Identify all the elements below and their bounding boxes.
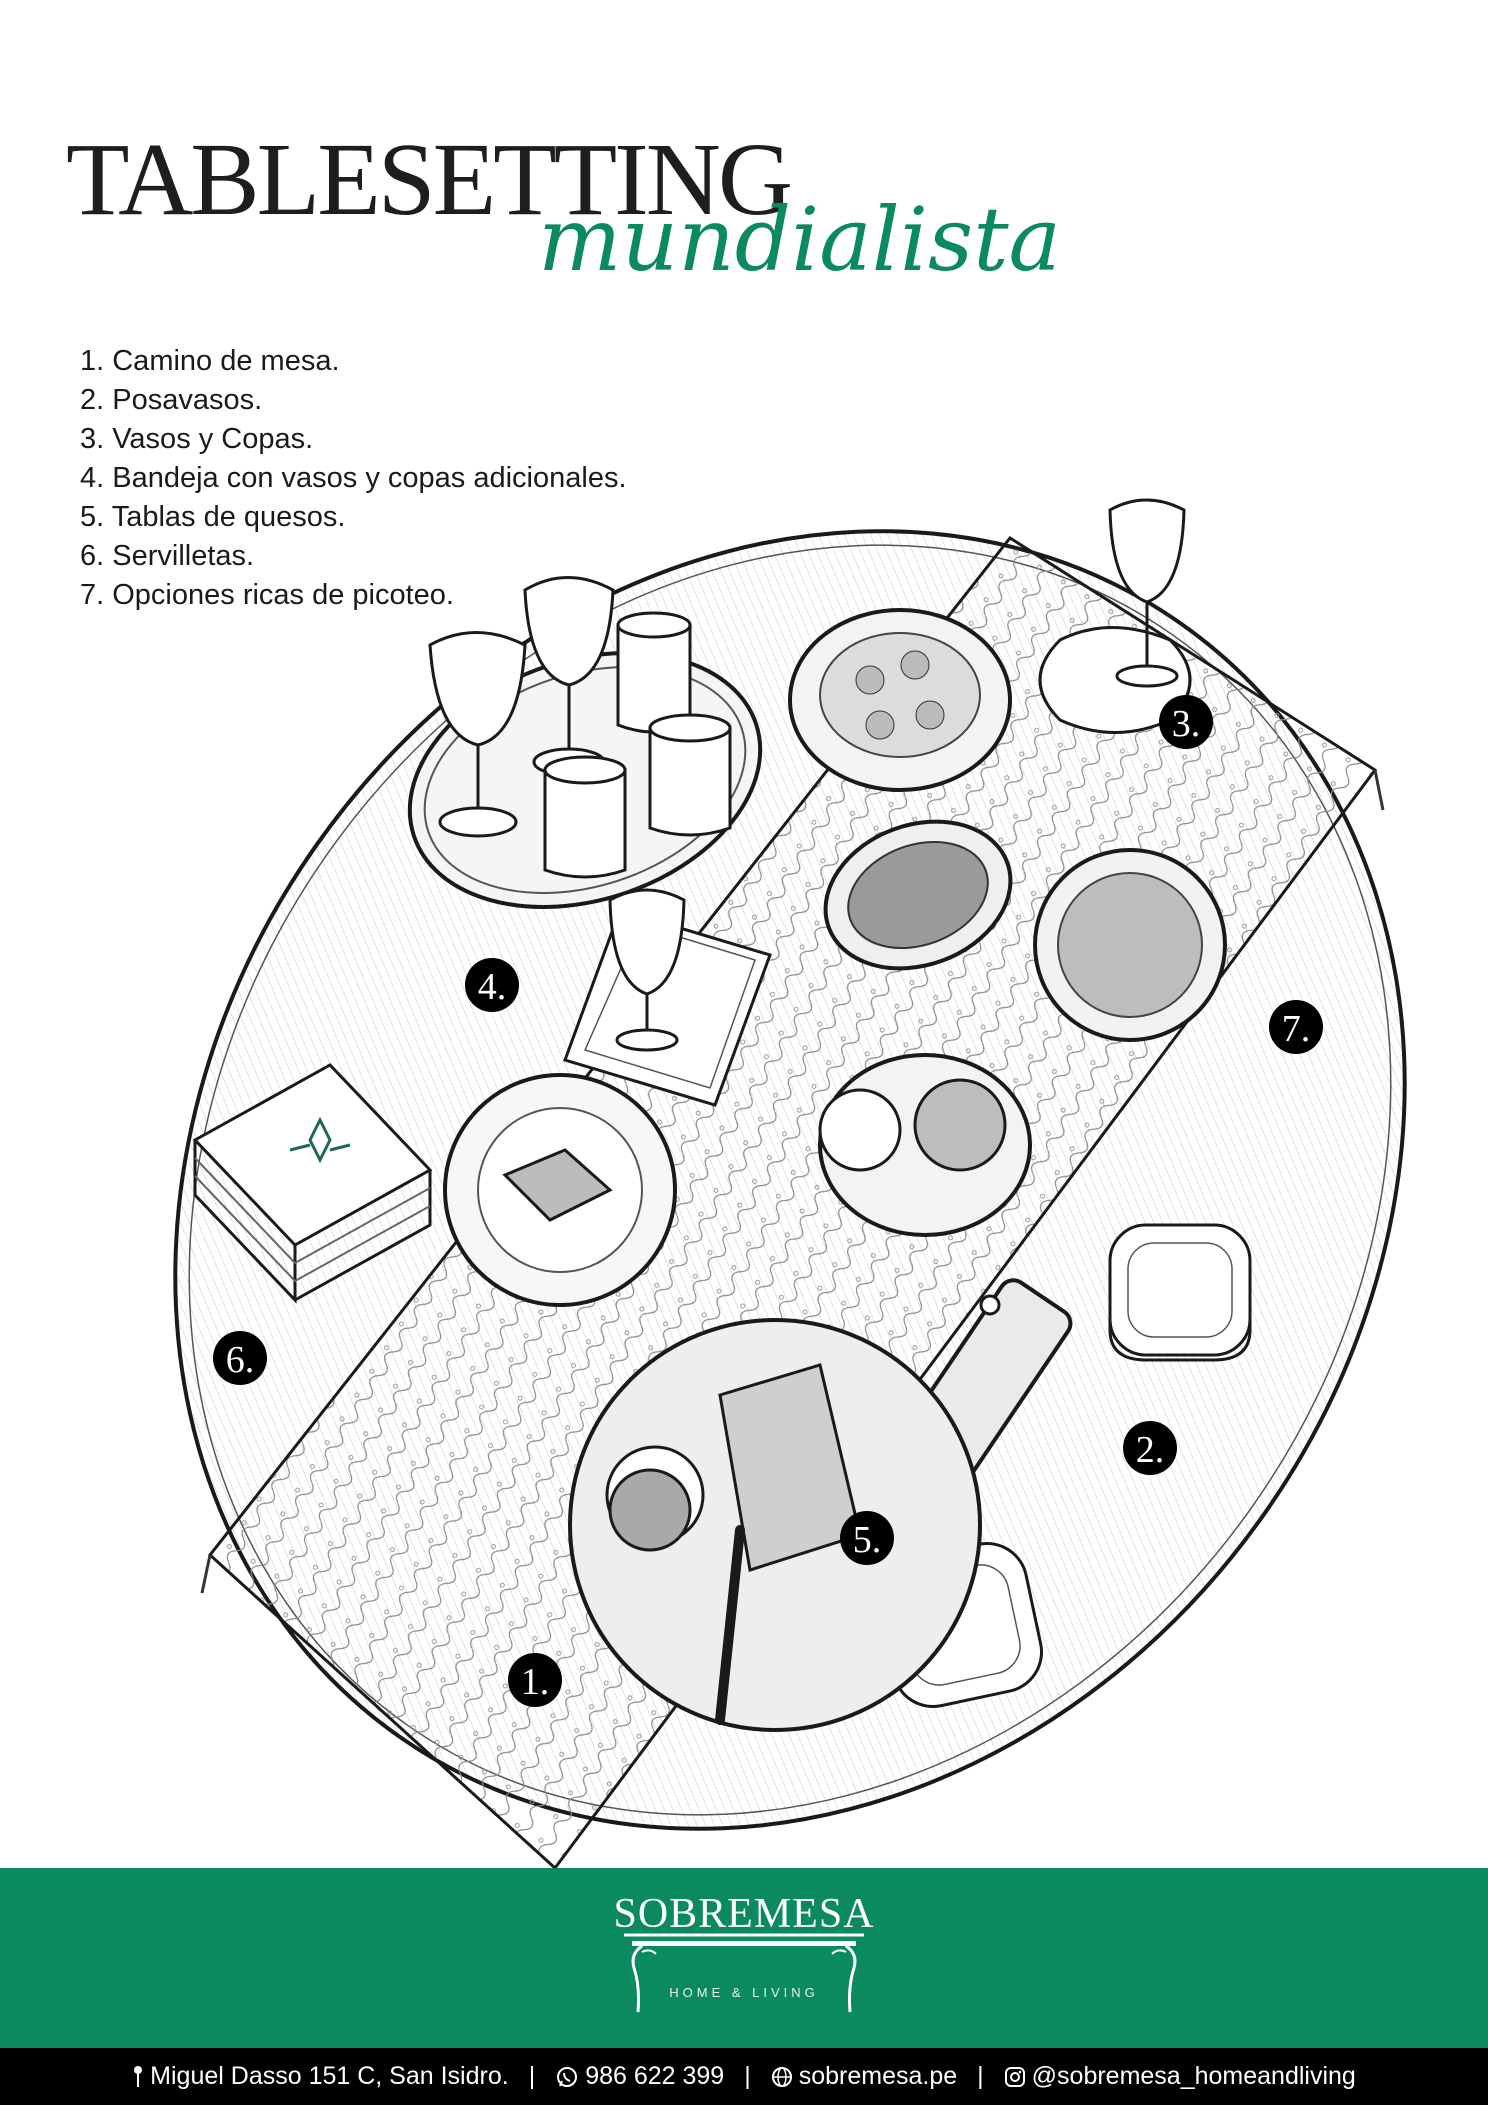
water-glass — [543, 755, 627, 879]
brand-logo-name: SOBREMESA — [613, 1891, 875, 1937]
svg-text:5.: 5. — [853, 1519, 882, 1561]
dessert-plate — [443, 1073, 677, 1307]
glass-on-coaster — [563, 888, 772, 1107]
water-glass — [616, 611, 692, 734]
separator: | — [977, 2062, 984, 2090]
olive-bowl — [823, 819, 1013, 971]
contact-instagram[interactable]: @sobremesa_homeandliving — [1004, 2062, 1356, 2091]
coaster-stack — [1108, 1223, 1252, 1362]
water-glass — [648, 713, 732, 837]
wine-glass — [428, 631, 527, 838]
legend-item: 2. Posavasos. — [80, 384, 263, 416]
legend-item: 5. Tablas de quesos. — [80, 501, 346, 533]
callout-4: 4. — [465, 958, 519, 1012]
callout-markers: 1. 2. 3. 4. 5. 6. 7. — [213, 695, 1323, 1707]
globe-icon — [771, 2066, 792, 2087]
contact-website[interactable]: sobremesa.pe — [771, 2062, 957, 2091]
callout-7: 7. — [1269, 1000, 1323, 1054]
runner-tassel — [1373, 769, 1385, 811]
salad-plate — [1033, 848, 1227, 1042]
legend-item: 6. Servilletas. — [80, 540, 255, 572]
instagram-icon — [1004, 2066, 1025, 2087]
legend-item: 1. Camino de mesa. — [80, 345, 340, 377]
footer-band — [0, 1868, 1488, 2048]
instagram-handle[interactable]: @sobremesa_homeandliving — [1031, 2062, 1356, 2090]
callout-5: 5. — [840, 1511, 894, 1565]
svg-text:1.: 1. — [521, 1661, 550, 1703]
legend-item: 7. Opciones ricas de picoteo. — [80, 579, 454, 611]
snack-bowl — [788, 608, 1012, 792]
table-illustration: 1. 2. 3. 4. 5. 6. 7. — [173, 498, 1407, 1868]
page-subtitle: mundialista — [538, 188, 1062, 291]
contact-bar: Miguel Dasso 151 C, San Isidro. | 986 62… — [0, 2048, 1488, 2105]
location-pin-icon — [134, 2065, 143, 2087]
legend-item: 3. Vasos y Copas. — [80, 423, 314, 455]
callout-6: 6. — [213, 1331, 267, 1385]
runner-tassel — [200, 1554, 212, 1594]
legend-item: 4. Bandeja con vasos y copas adicionales… — [80, 462, 627, 494]
glass-on-coaster — [1038, 498, 1192, 734]
svg-text:4.: 4. — [478, 966, 507, 1008]
svg-text:7.: 7. — [1282, 1008, 1311, 1050]
whatsapp-icon — [557, 2066, 578, 2087]
website-link[interactable]: sobremesa.pe — [798, 2062, 958, 2090]
svg-text:6.: 6. — [226, 1339, 255, 1381]
address-text: Miguel Dasso 151 C, San Isidro. — [150, 2062, 509, 2090]
contact-address: Miguel Dasso 151 C, San Isidro. — [132, 2062, 509, 2091]
callout-3: 3. — [1159, 695, 1213, 749]
svg-text:3.: 3. — [1172, 703, 1201, 745]
napkin-stack — [192, 1063, 433, 1304]
separator: | — [744, 2062, 751, 2090]
page-title: TABLESETTING — [66, 122, 793, 237]
legend-list: 1. Camino de mesa. 2. Posavasos. 3. Vaso… — [80, 342, 627, 615]
phone-text[interactable]: 986 622 399 — [585, 2062, 725, 2090]
svg-text:2.: 2. — [1136, 1429, 1165, 1471]
dip-plate — [818, 1053, 1032, 1237]
cheese-board — [568, 1278, 1073, 1732]
callout-2: 2. — [1123, 1421, 1177, 1475]
table-logo-icon — [624, 1933, 864, 2013]
contact-phone[interactable]: 986 622 399 — [555, 2062, 724, 2091]
brand-tagline: HOME & LIVING — [669, 1985, 819, 2000]
callout-1: 1. — [508, 1653, 562, 1707]
separator: | — [528, 2062, 536, 2090]
